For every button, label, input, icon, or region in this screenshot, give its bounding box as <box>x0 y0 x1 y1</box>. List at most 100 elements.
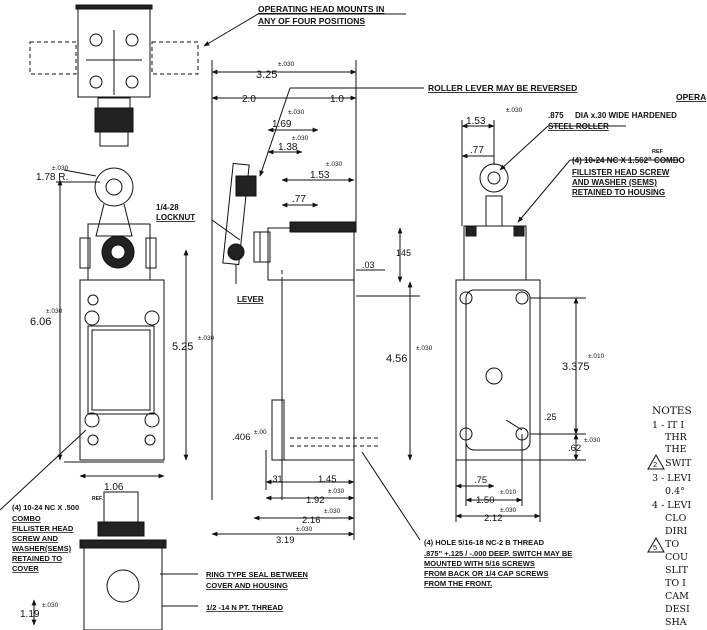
cover-label-7: COVER <box>12 564 39 573</box>
opera-label: OPERA <box>676 92 706 102</box>
note-line: 0.4° <box>665 486 685 497</box>
note-marker: 2 <box>653 460 657 469</box>
dim-1-38: 1.38 <box>278 142 298 153</box>
cover-label-3: FILLISTER HEAD <box>12 524 74 533</box>
hole-label-5: FROM THE FRONT. <box>424 579 492 588</box>
dim-77-side: .77 <box>292 194 306 205</box>
note-line: 1 - IT I <box>652 420 684 431</box>
dim-31: .31 <box>270 474 283 484</box>
dim-6-06: 6.06 <box>30 316 51 328</box>
cover-label-4: SCREW AND <box>12 534 59 543</box>
roller-spec-dia: .875 <box>548 111 564 120</box>
dim-406: .406 <box>232 432 251 443</box>
back-view <box>203 13 680 522</box>
hole-label-1: (4) HOLE 5/16-18 NC-2 B THREAD <box>424 538 545 547</box>
tol-2-16: ±.030 <box>324 508 341 515</box>
tol-1-53-back: ±.030 <box>506 107 523 114</box>
dim-1-69: 1.69 <box>272 119 292 130</box>
roller-lever-label: ROLLER LEVER MAY BE REVERSED <box>428 83 577 93</box>
notes-title: NOTES <box>652 405 692 417</box>
tol-2-12: ±.030 <box>500 507 517 514</box>
cover-label-1: (4) 10-24 NC X .500 <box>12 503 79 512</box>
tol-1-78: ±.030 <box>52 165 69 172</box>
note-line: COU <box>665 552 688 563</box>
ring-label-2: COVER AND HOUSING <box>206 581 288 590</box>
tol-5-25: ±.030 <box>198 335 215 342</box>
tol-1-50: ±.010 <box>500 489 517 496</box>
combo-ref: REF <box>652 149 664 155</box>
note-line: TO <box>665 539 679 550</box>
dim-62: .62 <box>568 443 581 454</box>
note-line: DIRI <box>665 526 688 537</box>
tol-4-56: ±.030 <box>416 345 433 352</box>
note-line: DESI <box>665 604 690 615</box>
combo-label-3: AND WASHER (SEMS) <box>572 178 657 187</box>
cover-ref: REF. <box>92 496 103 502</box>
note-line: SLIT <box>665 565 689 576</box>
combo-label-2: FILLISTER HEAD SCREW <box>572 168 670 177</box>
dimension-values: 3.25 ±.030 2.0 1.0 1.69 ±.030 1.38 ±.030… <box>20 61 605 620</box>
dim-3-19: 3.19 <box>276 535 295 546</box>
note-line: TO I <box>665 578 686 589</box>
cover-label-2: COMBO <box>12 514 41 523</box>
tol-1-53-side: ±.030 <box>326 161 343 168</box>
combo-label-4: RETAINED TO HOUSING <box>572 188 665 197</box>
notes-block: NOTES 1 - IT I THR THE SWIT 3 - LEVI 0.4… <box>647 405 692 628</box>
dim-77-back: .77 <box>470 145 484 156</box>
note-marker: 5 <box>653 543 657 552</box>
cover-label-6: RETAINED TO <box>12 554 62 563</box>
callouts: OPERATING HEAD MOUNTS IN ANY OF FOUR POS… <box>12 4 706 612</box>
hole-label-2: .875" +.125 / -.000 DEEP. SWITCH MAY BE <box>424 549 572 558</box>
hole-label-4: FROM BACK OR 1/4 CAP SCREWS <box>424 569 548 578</box>
dim-1-50: 1.50 <box>476 495 495 506</box>
locknut-label-1: 1/4-28 <box>156 203 179 212</box>
tol-1-38: ±.030 <box>292 135 309 142</box>
dim-1-06: 1.06 <box>104 482 124 493</box>
tol-1-69: ±.030 <box>288 109 305 116</box>
tol-406: ±.00 <box>254 429 267 436</box>
combo-label-1: (4) 10-24 NC X 1.562" COMBO <box>572 156 685 165</box>
ring-label-1: RING TYPE SEAL BETWEEN <box>206 570 308 579</box>
roller-spec-label-2: STEEL ROLLER <box>548 122 609 131</box>
note-line: THR <box>665 432 688 443</box>
dim-5-25: 5.25 <box>172 341 193 353</box>
roller-spec-label: DIA x.30 WIDE HARDENED <box>575 111 677 120</box>
note-line: 3 - LEVI <box>652 473 691 484</box>
head-mounts-label-2: ANY OF FOUR POSITIONS <box>258 16 365 26</box>
dim-25r: .25 <box>544 412 557 422</box>
note-line: CAM <box>665 591 689 602</box>
note-line: THE <box>665 444 687 455</box>
note-line: SHA <box>665 617 687 628</box>
lever-label: LEVER <box>237 295 264 304</box>
dim-4-56: 4.56 <box>386 353 407 365</box>
note-line: SWIT <box>665 458 692 469</box>
dim-1-45: 1.45 <box>318 474 337 485</box>
front-view <box>0 4 199 630</box>
dim-1-19: 1.19 <box>20 609 40 620</box>
note-line: 4 - LEVI <box>652 500 691 511</box>
dim-75: .75 <box>474 475 487 486</box>
dim-145: 145 <box>396 248 411 258</box>
tol-3-19: ±.030 <box>296 526 313 533</box>
note-triangle-5 <box>647 536 665 553</box>
head-mounts-label: OPERATING HEAD MOUNTS IN <box>258 4 384 14</box>
dim-3-375: 3.375 <box>562 361 590 373</box>
dim-2-0: 2.0 <box>242 94 256 105</box>
note-triangle-2 <box>647 453 665 470</box>
npt-label: 1/2 -14 N PT. THREAD <box>206 603 284 612</box>
dim-03: .03 <box>362 260 375 270</box>
hole-label-3: MOUNTED WITH 5/16 SCREWS <box>424 559 535 568</box>
tol-62: ±.030 <box>584 437 601 444</box>
locknut-label-2: LOCKNUT <box>156 213 195 222</box>
dim-2-12: 2.12 <box>484 513 503 524</box>
tol-1-92: ±.030 <box>328 488 345 495</box>
tol-3-375: ±.010 <box>588 353 605 360</box>
note-line: CLO <box>665 513 687 524</box>
tol-6-06: ±.030 <box>46 308 63 315</box>
side-view <box>160 60 424 607</box>
tol-3-25: ±.030 <box>278 61 295 68</box>
cover-label-5: WASHER(SEMS) <box>12 544 72 553</box>
dim-1-53-back: 1.53 <box>466 116 486 127</box>
dim-2-16: 2.16 <box>302 515 321 526</box>
